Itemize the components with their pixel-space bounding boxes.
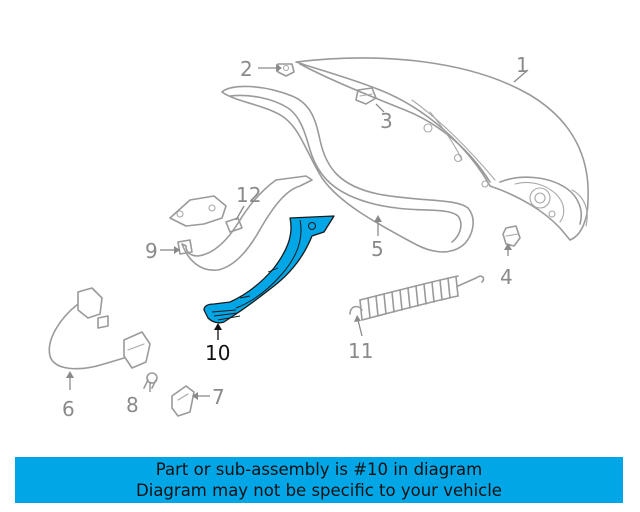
callout-11: 11 — [348, 339, 373, 363]
callout-4: 4 — [500, 265, 513, 289]
callout-3: 3 — [380, 109, 393, 133]
part-3-bumper — [355, 87, 377, 105]
part-info-banner: Part or sub-assembly is #10 in diagram D… — [15, 457, 623, 503]
part-5-weatherstrip — [221, 85, 474, 253]
part-11-spring — [349, 275, 485, 321]
part-9-hinge — [169, 175, 313, 271]
banner-line-2: Diagram may not be specific to your vehi… — [136, 481, 502, 500]
part-6-cable — [48, 287, 151, 370]
part-7-bracket — [171, 385, 195, 417]
callout-numbers: 1 2 3 4 5 6 7 8 9 10 11 12 — [62, 53, 529, 421]
callout-6: 6 — [62, 397, 75, 421]
part-12-bolt — [225, 217, 243, 233]
leader-lines — [66, 64, 529, 400]
part-10-highlighted — [203, 215, 335, 324]
banner-line-1: Part or sub-assembly is #10 in diagram — [155, 460, 483, 479]
callout-1: 1 — [516, 53, 529, 77]
part-8-bolt — [143, 372, 158, 389]
callout-9: 9 — [145, 239, 158, 263]
callout-8: 8 — [126, 393, 139, 417]
part-4-stop — [502, 225, 521, 247]
callout-7: 7 — [212, 385, 225, 409]
part-1-trunk-lid — [295, 57, 589, 241]
part-2-clip — [277, 63, 295, 77]
callout-2: 2 — [240, 57, 253, 81]
callout-5: 5 — [371, 237, 384, 261]
callout-12: 12 — [236, 183, 261, 207]
callout-10: 10 — [205, 341, 230, 365]
